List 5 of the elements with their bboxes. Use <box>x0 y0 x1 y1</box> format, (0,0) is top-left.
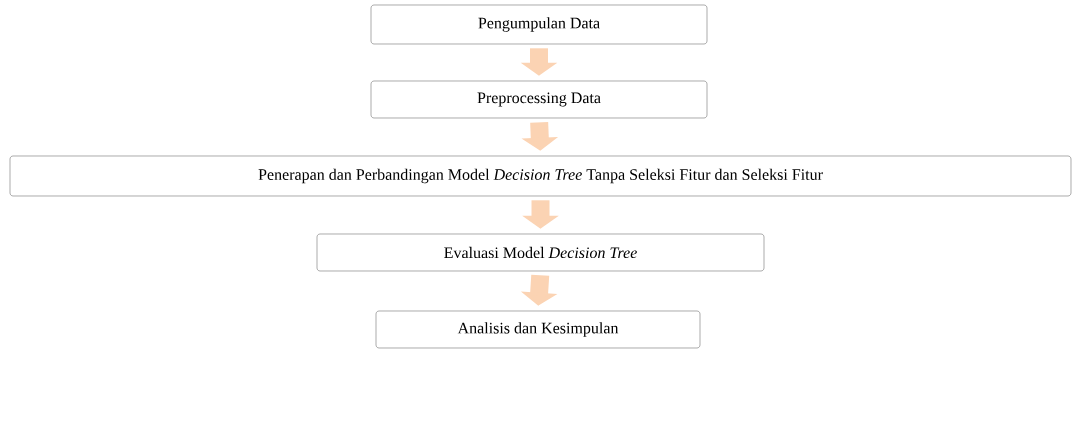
process-box: Preprocessing Data <box>370 80 708 119</box>
process-box: Analisis dan Kesimpulan <box>375 310 701 349</box>
process-box: Evaluasi Model Decision Tree <box>316 233 765 272</box>
process-box: Pengumpulan Data <box>370 4 708 45</box>
process-box: Penerapan dan Perbandingan Model Decision Tree Tanpa Seleksi Fitur dan Seleksi Fitur <box>9 155 1072 197</box>
